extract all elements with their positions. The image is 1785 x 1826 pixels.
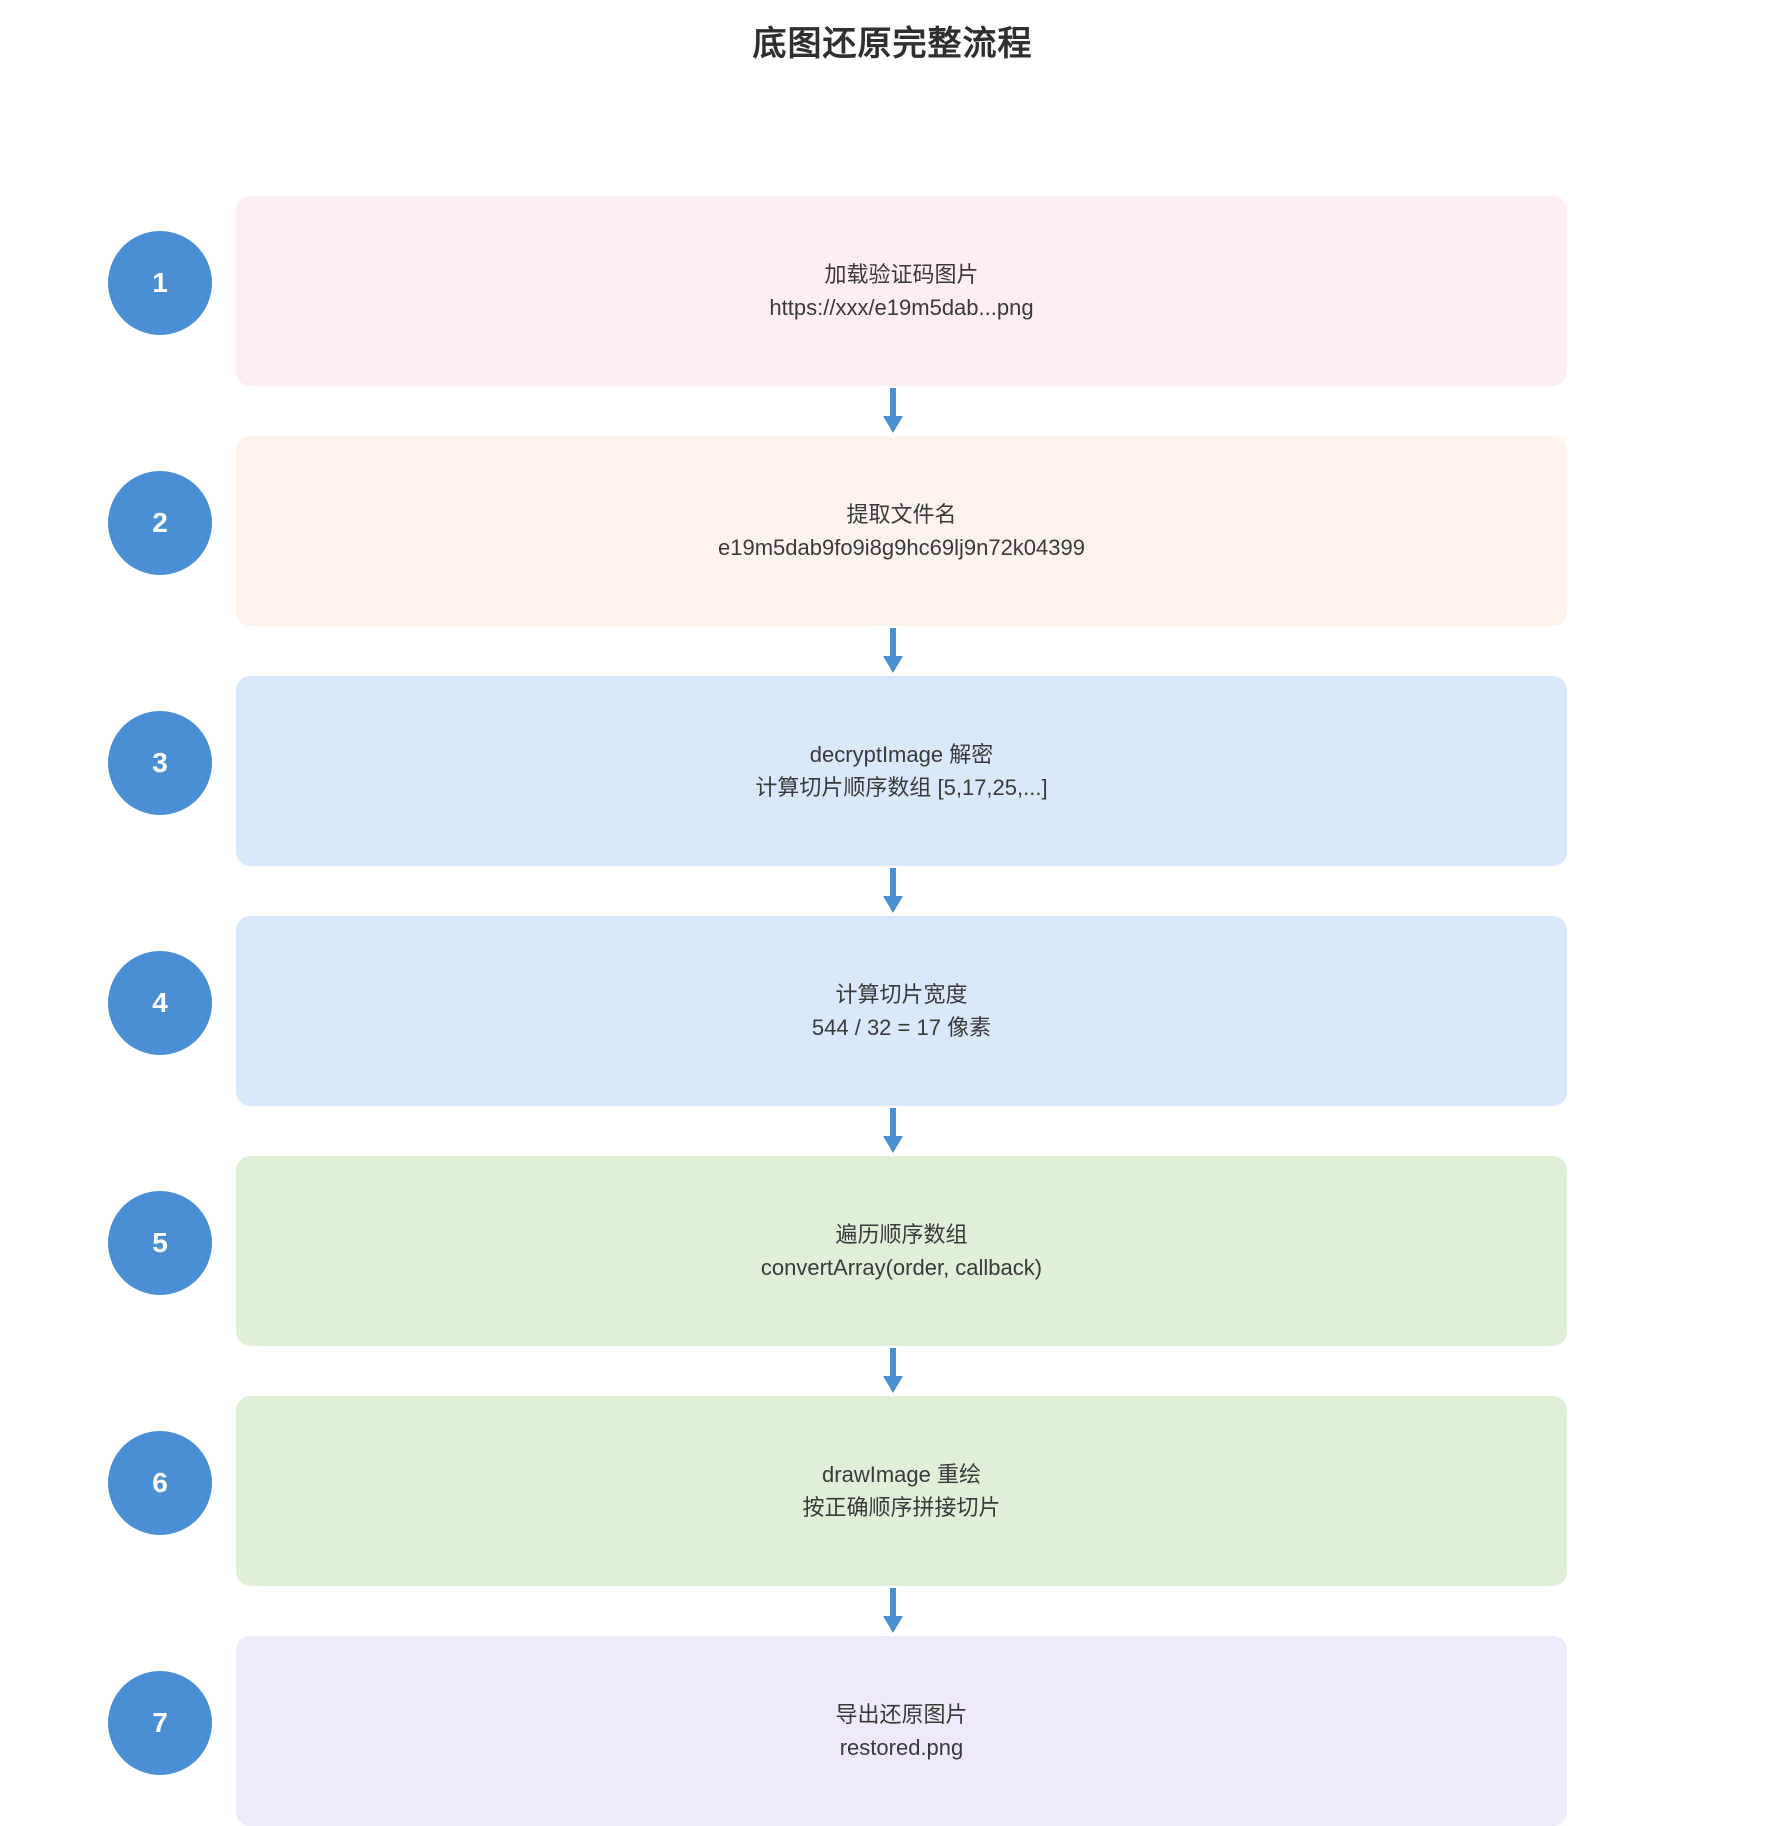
step-number-badge: 7 bbox=[108, 1671, 212, 1775]
step-title-line: 导出还原图片 bbox=[835, 1701, 968, 1727]
flow-step: decryptImage 解密计算切片顺序数组 [5,17,25,...]3 bbox=[0, 676, 1785, 866]
step-title-line: 计算切片宽度 bbox=[835, 981, 968, 1007]
step-number-badge: 6 bbox=[108, 1431, 212, 1535]
arrow-down-icon bbox=[882, 388, 903, 433]
step-detail-line: 按正确顺序拼接切片 bbox=[802, 1495, 1001, 1520]
flow-connector bbox=[0, 1106, 1785, 1156]
page-title: 底图还原完整流程 bbox=[752, 25, 1033, 63]
step-box[interactable]: 加载验证码图片 https://xxx/e19m5dab...png bbox=[236, 196, 1567, 386]
arrow-down-icon bbox=[882, 1348, 903, 1393]
step-detail-line: restored.png bbox=[839, 1735, 964, 1760]
flow-connector bbox=[0, 626, 1785, 676]
step-box[interactable]: drawImage 重绘按正确顺序拼接切片 bbox=[236, 1396, 1567, 1586]
flow-step: 提取文件名 e19m5dab9fo9i8g9hc69lj9n72k04399 2 bbox=[0, 436, 1785, 626]
flow-connector bbox=[0, 386, 1785, 436]
step-box[interactable]: 计算切片宽度 544 / 32 = 17 像素 bbox=[236, 916, 1567, 1106]
arrow-down-icon bbox=[882, 868, 903, 913]
arrow-down-icon bbox=[882, 1588, 903, 1633]
step-detail-line: 544 / 32 = 17 像素 bbox=[811, 1015, 992, 1040]
flow-step: 计算切片宽度 544 / 32 = 17 像素 4 bbox=[0, 916, 1785, 1106]
step-box[interactable]: 导出还原图片 restored.png bbox=[236, 1636, 1567, 1826]
step-number-badge: 2 bbox=[108, 471, 212, 575]
step-title-line: 加载验证码图片 bbox=[824, 261, 979, 287]
step-detail-line: https://xxx/e19m5dab...png bbox=[769, 295, 1034, 320]
step-number-badge: 3 bbox=[108, 711, 212, 815]
step-detail-line: convertArray(order, callback) bbox=[760, 1255, 1043, 1280]
step-number-badge: 1 bbox=[108, 231, 212, 335]
arrow-down-icon bbox=[882, 628, 903, 673]
step-title-line: 遍历顺序数组 bbox=[835, 1221, 968, 1247]
flow-steps-container: 加载验证码图片 https://xxx/e19m5dab...png 1 提取文件名 e… bbox=[0, 196, 1785, 1826]
step-box[interactable]: decryptImage 解密计算切片顺序数组 [5,17,25,...] bbox=[236, 676, 1567, 866]
flow-connector bbox=[0, 1346, 1785, 1396]
flow-step: 遍历顺序数组 convertArray(order, callback) 5 bbox=[0, 1156, 1785, 1346]
step-detail-line: 计算切片顺序数组 [5,17,25,...] bbox=[755, 775, 1048, 800]
step-number-badge: 4 bbox=[108, 951, 212, 1055]
flow-connector bbox=[0, 866, 1785, 916]
flow-step: 导出还原图片 restored.png 7 bbox=[0, 1636, 1785, 1826]
step-detail-line: e19m5dab9fo9i8g9hc69lj9n72k04399 bbox=[718, 535, 1085, 560]
step-title-line: drawImage 重绘 bbox=[822, 1461, 981, 1487]
step-box[interactable]: 提取文件名 e19m5dab9fo9i8g9hc69lj9n72k04399 bbox=[236, 436, 1567, 626]
step-title-line: 提取文件名 bbox=[846, 501, 957, 527]
step-title-line: decryptImage 解密 bbox=[809, 741, 994, 767]
arrow-down-icon bbox=[882, 1108, 903, 1153]
step-number-badge: 5 bbox=[108, 1191, 212, 1295]
step-box[interactable]: 遍历顺序数组 convertArray(order, callback) bbox=[236, 1156, 1567, 1346]
flow-step: 加载验证码图片 https://xxx/e19m5dab...png 1 bbox=[0, 196, 1785, 386]
flow-connector bbox=[0, 1586, 1785, 1636]
flowchart-page: 底图还原完整流程 加载验证码图片 https://xxx/e19m5dab...p… bbox=[108, 25, 1567, 1826]
